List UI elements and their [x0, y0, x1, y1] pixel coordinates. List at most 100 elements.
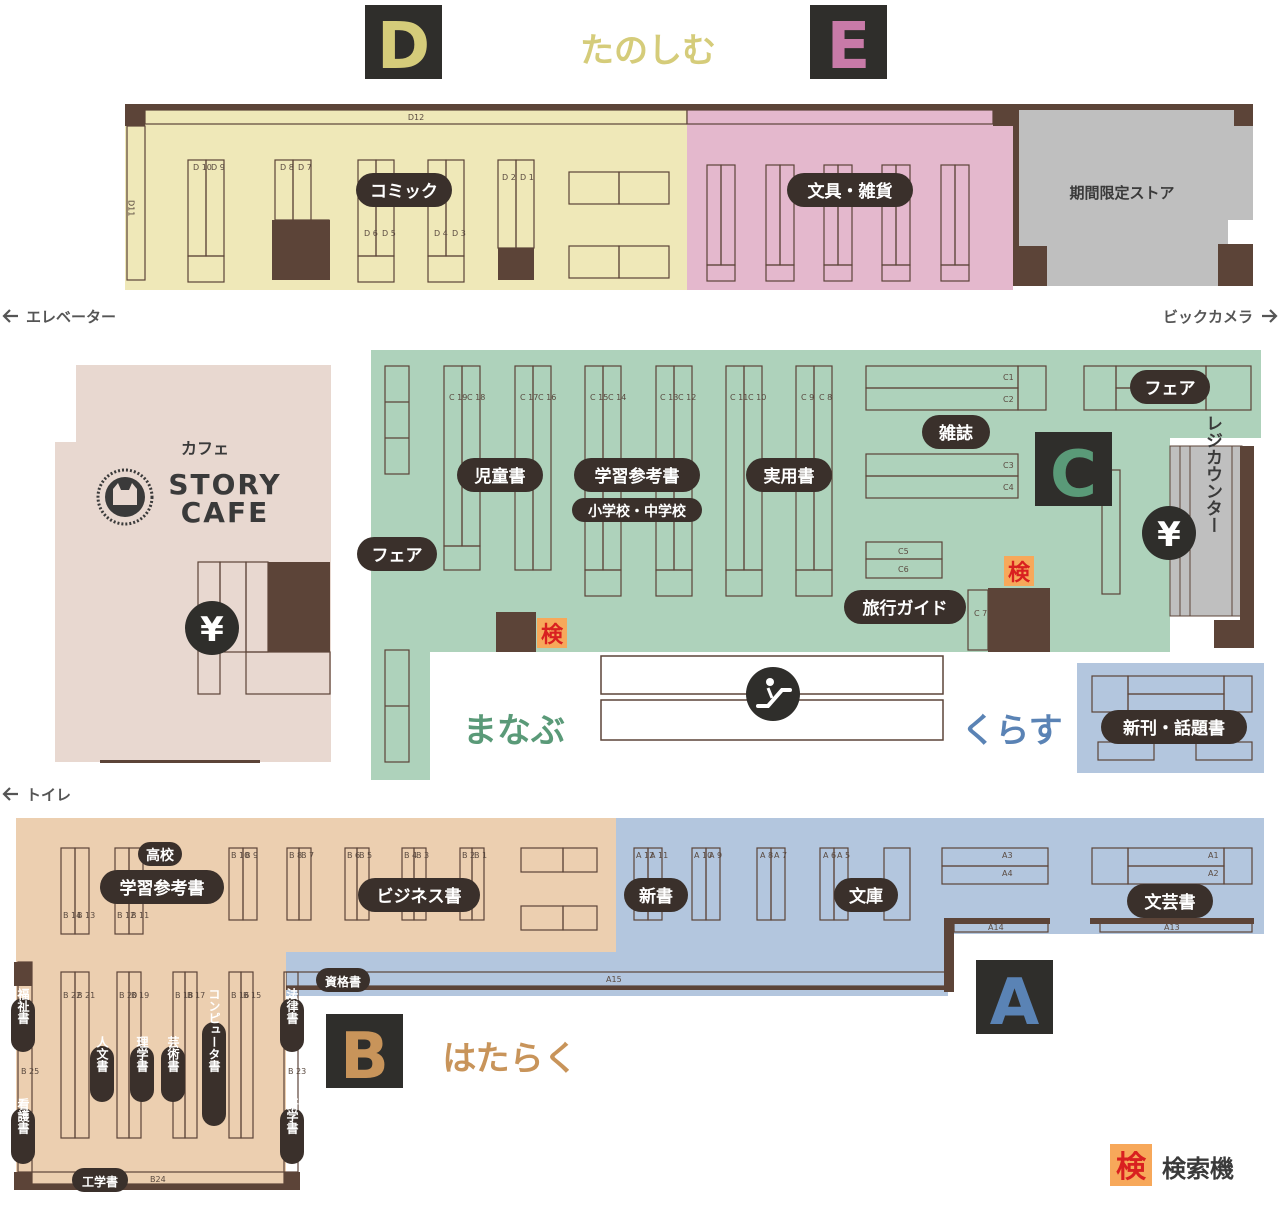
shelf-c18: C 18 [467, 393, 485, 402]
search-kiosk-icon: 検 [1116, 1150, 1147, 1185]
zone-c-area: C [371, 350, 1261, 780]
svg-text:¥: ¥ [200, 610, 224, 650]
shelf-c15: C 15 [590, 393, 608, 402]
shelf-b17: B 17 [187, 991, 205, 1000]
area-welfare[interactable]: 福祉書 [11, 987, 35, 1052]
shelf-b19: B 19 [131, 991, 149, 1000]
zone-d-letter: D [377, 10, 430, 84]
shelf-c3: C3 [1003, 461, 1014, 470]
area-fair-c[interactable]: フェア [1130, 370, 1210, 404]
shelf-c2: C2 [1003, 395, 1014, 404]
area-nursing[interactable]: 看護書 [11, 1097, 35, 1164]
shelf-d12: D12 [408, 113, 424, 122]
shelf-a2: A2 [1208, 869, 1219, 878]
shelf-b7: B 7 [301, 851, 314, 860]
svg-text:人文書: 人文書 [95, 1035, 109, 1073]
area-bunko[interactable]: 文庫 [834, 878, 898, 912]
svg-text:小学校・中学校: 小学校・中学校 [588, 503, 687, 520]
svg-text:旅行ガイド: 旅行ガイド [863, 598, 948, 619]
shelf-d1: D 1 [520, 173, 534, 182]
svg-text:資格書: 資格書 [325, 974, 361, 989]
area-arts[interactable]: 芸術書 [161, 1035, 185, 1102]
register-counter[interactable]: レジカウンター ¥ [1142, 415, 1254, 649]
shelf-c12: C 12 [678, 393, 696, 402]
area-shinsho[interactable]: 新書 [624, 878, 688, 912]
area-children[interactable]: 児童書 [457, 458, 543, 492]
bic-camera-direction[interactable]: ビックカメラ [1163, 308, 1278, 326]
yen-icon [1142, 506, 1196, 560]
area-fair-left[interactable]: フェア [357, 537, 437, 571]
shelf-b21: B 21 [77, 991, 95, 1000]
zone-a-badge [976, 960, 1053, 1034]
shelf-b3: B 3 [416, 851, 429, 860]
shelf-d5: D 5 [382, 229, 396, 238]
theme-hataraku: はたらく [442, 1039, 577, 1079]
escalator[interactable] [600, 655, 944, 741]
svg-text:学習参考書: 学習参考書 [120, 878, 205, 899]
arrow-right-icon [1262, 309, 1278, 323]
svg-text:看護書: 看護書 [16, 1097, 30, 1135]
shelf-a3: A3 [1002, 851, 1013, 860]
area-labels: コミック 文具・雑貨 期間限定ストア 児童書 学習参考書 小学校・中学校 実用書… [11, 173, 1247, 1192]
area-science[interactable]: 理学書 [130, 1036, 154, 1102]
cafe-register[interactable]: ¥ [185, 601, 239, 655]
shelf-c14: C 14 [608, 393, 626, 402]
limited-store-label: 期間限定ストア [1069, 184, 1174, 202]
area-practical[interactable]: 実用書 [746, 458, 832, 492]
shelf-d11: D11 [127, 200, 136, 216]
svg-text:コミック: コミック [370, 182, 438, 202]
area-computer[interactable]: コンピュータ書 [202, 988, 226, 1126]
zone-b-badge [326, 1014, 403, 1088]
shelf-b2: B 2 [462, 851, 475, 860]
shelf-b20: B 20 [119, 991, 137, 1000]
search-kiosk-icon: 検 [541, 623, 564, 648]
search-kiosk-right[interactable]: 検 [1004, 556, 1034, 586]
zone-e-badge: E [810, 5, 887, 84]
area-travel-guide[interactable]: 旅行ガイド [844, 590, 966, 624]
area-humanities[interactable]: 人文書 [90, 1035, 114, 1102]
arrow-left-icon [2, 309, 18, 323]
svg-text:¥: ¥ [1157, 515, 1181, 555]
limited-store-area [1013, 104, 1258, 286]
toilet-direction[interactable]: トイレ [2, 786, 71, 804]
zone-d-badge: D [365, 5, 442, 84]
area-magazines[interactable]: 雑誌 [922, 415, 990, 449]
area-stationery[interactable]: 文具・雑貨 [787, 173, 913, 207]
shelf-d9: D 9 [211, 163, 225, 172]
svg-text:文庫: 文庫 [849, 886, 883, 907]
search-kiosk-left[interactable]: 検 [537, 618, 567, 648]
area-language[interactable]: 語学書 [280, 1097, 304, 1164]
shelf-c9: C 9 [801, 393, 814, 402]
area-law[interactable]: 法律書 [280, 987, 304, 1052]
shelf-c5: C5 [898, 547, 909, 556]
area-new-topics[interactable]: 新刊・話題書 [1101, 710, 1247, 744]
svg-text:児童書: 児童書 [474, 466, 526, 487]
legend-search-kiosk: 検 検索機 [1110, 1144, 1234, 1186]
svg-text:高校: 高校 [146, 847, 175, 864]
zone-a-area: A [285, 818, 1264, 1040]
bic-camera-label: ビックカメラ [1163, 308, 1253, 326]
legend-search-kiosk-label: 検索機 [1162, 1155, 1234, 1183]
shelf-c16: C 16 [538, 393, 556, 402]
area-bungei[interactable]: 文芸書 [1127, 884, 1213, 918]
shelf-c11: C 11 [730, 393, 748, 402]
area-study-ref-high[interactable]: 高校 学習参考書 [100, 842, 224, 904]
shelf-c10: C 10 [748, 393, 766, 402]
shelf-c19: C 19 [449, 393, 467, 402]
shelf-codes: D12 D11 D 10 D 9 D 8 D 7 D 6 D 5 D 4 D 3… [21, 113, 1219, 1184]
area-comic[interactable]: コミック [356, 173, 452, 207]
zone-b-area: B [14, 818, 616, 1190]
area-engineering[interactable]: 工学書 [72, 1168, 128, 1192]
shelf-a11: A 11 [650, 851, 668, 860]
svg-text:フェア: フェア [1145, 379, 1196, 399]
svg-text:コンピュータ書: コンピュータ書 [207, 988, 221, 1073]
shelf-b9: B 9 [245, 851, 258, 860]
area-business[interactable]: ビジネス書 [358, 878, 480, 912]
elevator-direction[interactable]: エレベーター [2, 308, 116, 326]
toilet-label: トイレ [26, 786, 71, 804]
area-certification[interactable]: 資格書 [316, 968, 370, 992]
zone-d-area [125, 104, 688, 290]
area-study-ref-elementary[interactable]: 学習参考書 小学校・中学校 [572, 458, 702, 522]
shelf-d4: D 4 [434, 229, 448, 238]
shelf-b11: B 11 [131, 911, 149, 920]
